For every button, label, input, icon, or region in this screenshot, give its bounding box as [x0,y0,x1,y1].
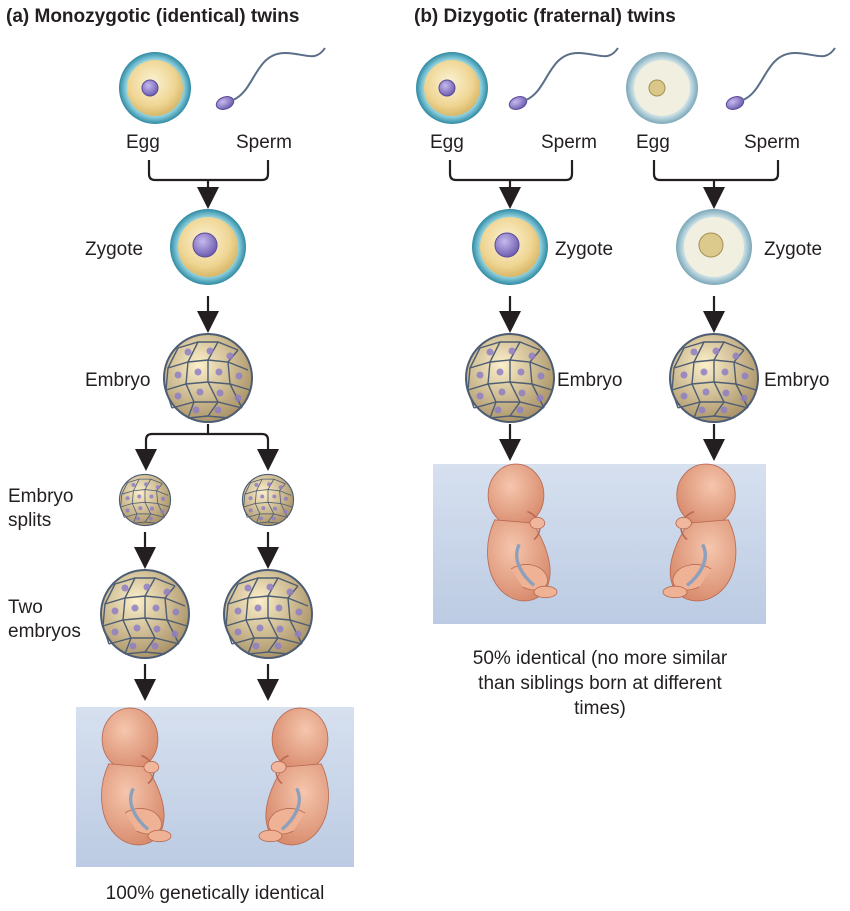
two-embryos-label-line2: embryos [8,621,81,642]
two-embryos-label-line1: Two [8,597,43,618]
split-embryo-left [118,473,172,527]
zygote-a [169,208,247,286]
embryo-a [163,333,253,423]
egg-cell-b2 [625,51,699,125]
sperm-cell-a [213,47,326,113]
sperm-label-a: Sperm [236,132,292,153]
embryo-twin-right [223,569,313,659]
egg-cell-a [118,51,192,125]
merge-bracket-b2 [652,160,780,182]
egg-label-b1: Egg [430,132,464,153]
embryo-label-a: Embryo [85,370,151,391]
embryo-b2 [669,333,759,423]
panel-a-title: (a) Monozygotic (identical) twins [6,6,300,27]
embryo-b1 [465,333,555,423]
embryo-splits-label-line2: splits [8,510,52,531]
panel-b-caption-line2: than siblings born at different [478,673,722,694]
sperm-cell-b2 [723,47,836,113]
embryo-splits-label-line1: Embryo [8,486,74,507]
egg-cell-b1 [415,51,489,125]
sperm-label-b2: Sperm [744,132,800,153]
panel-a-caption: 100% genetically identical [105,883,325,904]
panel-b-caption-line1: 50% identical (no more similar [472,648,728,669]
merge-bracket-a [147,160,270,182]
zygote-b2 [675,208,753,286]
egg-label-b2: Egg [636,132,670,153]
zygote-label-b2: Zygote [764,239,823,260]
embryo-twin-left [100,569,190,659]
merge-bracket-b1 [448,160,574,182]
split-embryo-right [241,473,295,527]
zygote-label-a: Zygote [85,239,144,260]
sperm-label-b1: Sperm [541,132,597,153]
embryo-label-b2: Embryo [764,370,830,391]
split-bracket-a [144,432,270,455]
panel-b-caption-line3: times) [574,698,626,719]
panel-b-title: (b) Dizygotic (fraternal) twins [414,6,676,27]
zygote-b1 [471,208,549,286]
zygote-label-b1: Zygote [555,239,614,260]
embryo-label-b1: Embryo [557,370,623,391]
egg-label-a: Egg [126,132,160,153]
sperm-cell-b1 [506,47,619,113]
